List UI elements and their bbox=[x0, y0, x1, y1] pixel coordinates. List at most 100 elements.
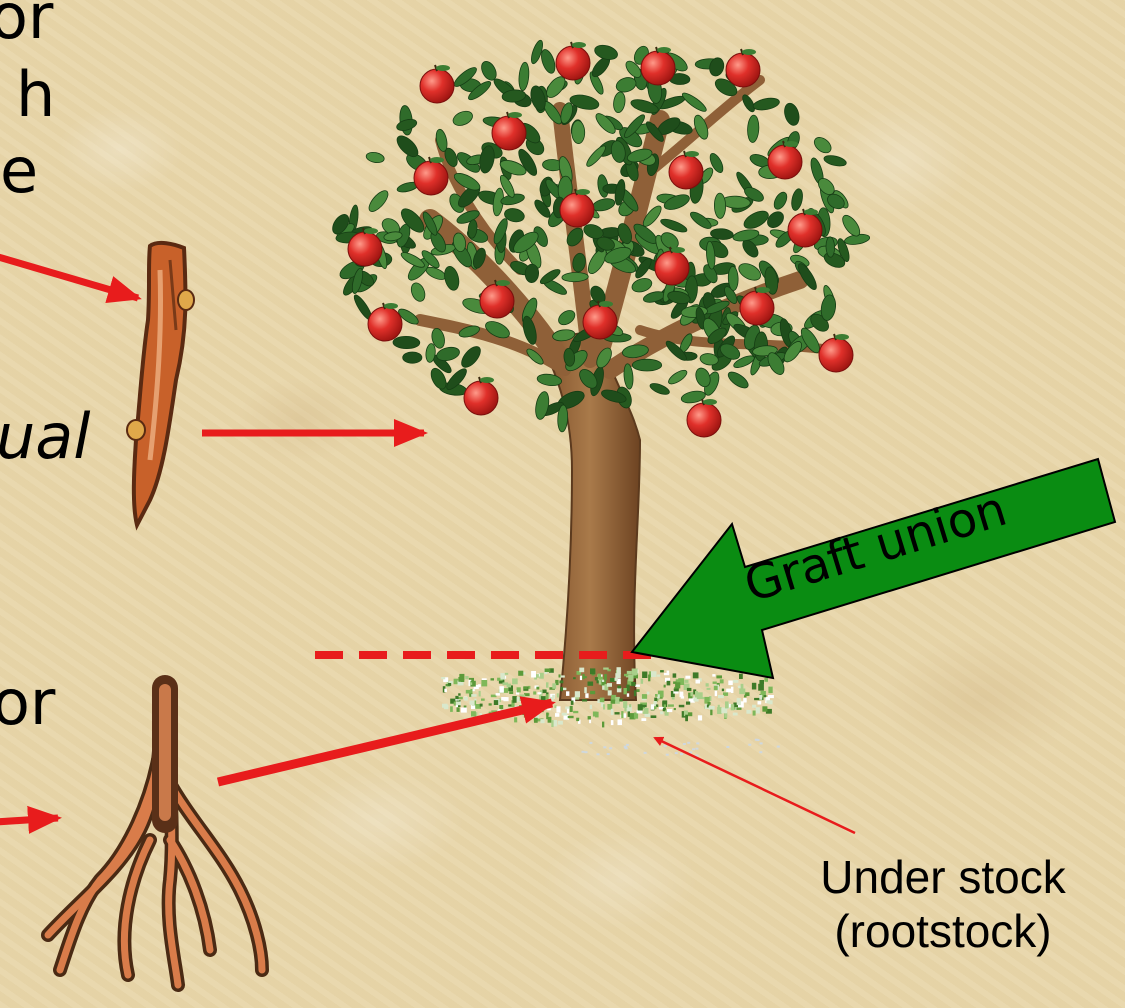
ground-speck bbox=[603, 746, 606, 748]
scion-cutting bbox=[127, 243, 194, 525]
leaf bbox=[434, 128, 448, 152]
apple bbox=[420, 65, 454, 103]
grass-blade bbox=[590, 668, 595, 674]
grass-blade bbox=[664, 685, 666, 688]
grass-blade bbox=[668, 704, 674, 706]
leaf bbox=[365, 151, 385, 164]
apple bbox=[819, 334, 853, 372]
ground-speck bbox=[757, 739, 760, 741]
leaf bbox=[534, 390, 551, 420]
ground-speck bbox=[726, 746, 729, 748]
grass-blade bbox=[604, 674, 607, 680]
grass-blade bbox=[615, 712, 620, 714]
grass-blade bbox=[448, 683, 451, 686]
grass-blade bbox=[470, 701, 475, 706]
grass-blade bbox=[509, 691, 513, 694]
arrow-to-roots bbox=[0, 818, 58, 822]
grass-blade bbox=[651, 704, 654, 710]
grass-blade bbox=[685, 676, 690, 679]
grass-blade bbox=[546, 682, 549, 687]
grass-blade bbox=[762, 706, 767, 711]
grass-blade bbox=[642, 703, 647, 705]
grass-blade bbox=[552, 695, 555, 698]
leaf bbox=[395, 117, 418, 132]
apple bbox=[556, 42, 590, 80]
grass-blade bbox=[539, 673, 544, 679]
grass-blade bbox=[634, 690, 636, 696]
grass-blade bbox=[560, 680, 564, 683]
grass-blade bbox=[595, 677, 598, 680]
grass-blade bbox=[752, 683, 756, 690]
grass-blade bbox=[756, 707, 760, 713]
grass-blade bbox=[642, 672, 647, 679]
ground-speck bbox=[582, 751, 585, 753]
grass-blade bbox=[674, 689, 679, 692]
leaf bbox=[747, 115, 760, 143]
leaf bbox=[630, 276, 653, 294]
grass-blade bbox=[534, 718, 538, 723]
grass-blade bbox=[672, 697, 675, 700]
grass-blade bbox=[514, 717, 517, 722]
grass-blade bbox=[615, 673, 621, 678]
ground-speck bbox=[607, 753, 610, 755]
grass-patch bbox=[441, 667, 780, 756]
grass-blade bbox=[752, 705, 756, 708]
ground-speck bbox=[683, 743, 686, 745]
grass-blade bbox=[744, 695, 747, 697]
grass-blade bbox=[754, 698, 760, 700]
apple bbox=[464, 377, 498, 415]
ground-speck bbox=[777, 746, 780, 748]
grass-blade bbox=[618, 719, 623, 725]
grass-blade bbox=[624, 674, 628, 677]
grass-blade bbox=[496, 693, 500, 696]
grass-blade bbox=[648, 675, 650, 682]
leaf bbox=[782, 102, 801, 127]
grass-blade bbox=[503, 688, 508, 693]
grass-blade bbox=[602, 722, 604, 728]
grass-blade bbox=[667, 681, 671, 686]
grass-blade bbox=[714, 686, 718, 690]
grass-blade bbox=[517, 687, 521, 692]
grass-blade bbox=[629, 704, 631, 707]
grass-blade bbox=[741, 684, 744, 689]
grass-blade bbox=[696, 680, 701, 684]
grass-blade bbox=[722, 689, 724, 692]
grass-blade bbox=[667, 671, 670, 675]
grass-blade bbox=[764, 695, 767, 697]
grass-blade bbox=[566, 691, 569, 696]
grass-blade bbox=[457, 707, 460, 712]
ground-speck bbox=[585, 751, 588, 753]
grass-blade bbox=[715, 691, 717, 696]
grass-blade bbox=[537, 692, 541, 694]
grass-blade bbox=[636, 689, 639, 692]
grass-blade bbox=[675, 682, 680, 688]
leaf bbox=[790, 188, 804, 212]
grass-blade bbox=[575, 691, 580, 697]
grass-blade bbox=[466, 690, 472, 694]
grass-blade bbox=[759, 695, 762, 700]
grass-blade bbox=[545, 669, 551, 673]
leaf bbox=[571, 120, 585, 143]
leaf bbox=[366, 188, 391, 215]
grass-blade bbox=[494, 700, 498, 705]
grass-blade bbox=[441, 677, 445, 679]
grass-blade bbox=[573, 711, 578, 713]
grass-blade bbox=[499, 705, 503, 709]
grass-blade bbox=[557, 693, 559, 697]
grass-blade bbox=[753, 711, 756, 716]
grass-blade bbox=[489, 703, 492, 705]
grass-blade bbox=[684, 680, 688, 683]
grass-blade bbox=[679, 705, 685, 708]
grass-blade bbox=[454, 702, 456, 706]
ground-speck bbox=[680, 753, 683, 755]
grass-blade bbox=[634, 713, 638, 719]
grass-blade bbox=[718, 695, 724, 698]
grass-blade bbox=[673, 673, 677, 677]
grass-blade bbox=[695, 691, 698, 698]
ground-speck bbox=[748, 744, 751, 746]
grass-blade bbox=[758, 701, 762, 704]
grass-blade bbox=[657, 675, 660, 677]
leaf bbox=[726, 369, 751, 391]
grass-blade bbox=[570, 706, 573, 712]
grass-blade bbox=[623, 701, 627, 708]
